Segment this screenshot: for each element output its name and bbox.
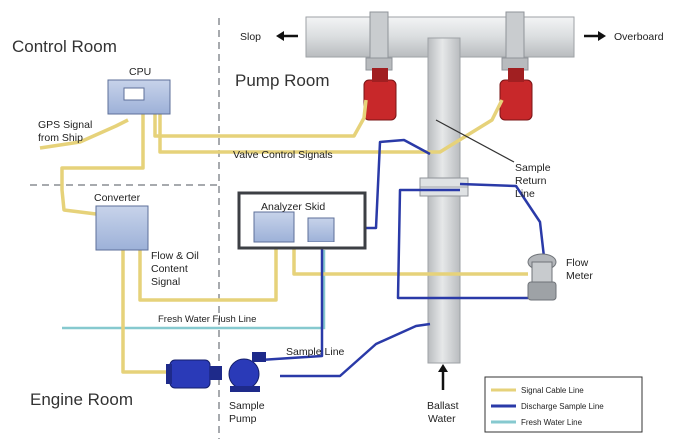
- cpu-unit: [107, 79, 171, 115]
- sample-pump-label-line1: Sample: [229, 400, 265, 412]
- slop-arrow-icon: [276, 31, 298, 41]
- pump-room-label: Pump Room: [235, 71, 329, 90]
- sample-line-label: Sample Line: [286, 346, 345, 358]
- converter-label: Converter: [94, 192, 141, 204]
- legend-label-discharge: Discharge Sample Line: [521, 402, 604, 411]
- cpu-label: CPU: [129, 66, 151, 78]
- sample-pump: [228, 352, 266, 392]
- flow-meter-label-line1: Flow: [566, 257, 589, 269]
- ballast-pipe: [427, 37, 461, 364]
- flow-meter-label-line2: Meter: [566, 270, 593, 282]
- slop-valve: [363, 11, 397, 121]
- ballast-water-label-line2: Water: [428, 413, 456, 425]
- sample-return-label-line3: Line: [515, 188, 535, 200]
- sample-return-label-line1: Sample: [515, 162, 551, 174]
- flow-oil-label-line2: Content: [151, 263, 188, 275]
- fresh-water-flush-label: Fresh Water Flush Line: [158, 314, 256, 325]
- overboard-valve: [499, 11, 533, 121]
- sample-pump-label-line2: Pump: [229, 413, 257, 425]
- gps-signal-label-line2: from Ship: [38, 132, 83, 144]
- control-room-label: Control Room: [12, 37, 117, 56]
- sample-return-leader: [435, 119, 515, 163]
- legend-label-fresh-water: Fresh Water Line: [521, 418, 583, 427]
- valve-control-signals-label: Valve Control Signals: [233, 149, 333, 161]
- sample-return-label-line2: Return: [515, 175, 547, 187]
- fresh-water-flush-line: [62, 250, 326, 330]
- gps-signal-label-line1: GPS Signal: [38, 119, 92, 131]
- discharge-sample-lines: [259, 138, 550, 378]
- converter-unit: [95, 205, 149, 251]
- flow-meter: [527, 253, 557, 301]
- overboard-arrow-icon: [584, 31, 606, 41]
- analyzer-skid-label: Analyzer Skid: [261, 201, 325, 213]
- ballast-water-arrow-icon: [438, 364, 448, 390]
- signal-cable-lines: [39, 99, 528, 374]
- slop-label: Slop: [240, 31, 261, 43]
- motor: [166, 359, 222, 389]
- legend: Signal Cable Line Discharge Sample Line …: [484, 376, 643, 433]
- analyzer-skid: [237, 191, 367, 250]
- legend-label-signal: Signal Cable Line: [521, 386, 584, 395]
- ballast-water-label-line1: Ballast: [427, 400, 459, 412]
- engine-room-label: Engine Room: [30, 390, 133, 409]
- overboard-label: Overboard: [614, 31, 664, 43]
- flow-oil-label-line1: Flow & Oil: [151, 250, 199, 262]
- flow-oil-label-line3: Signal: [151, 276, 180, 288]
